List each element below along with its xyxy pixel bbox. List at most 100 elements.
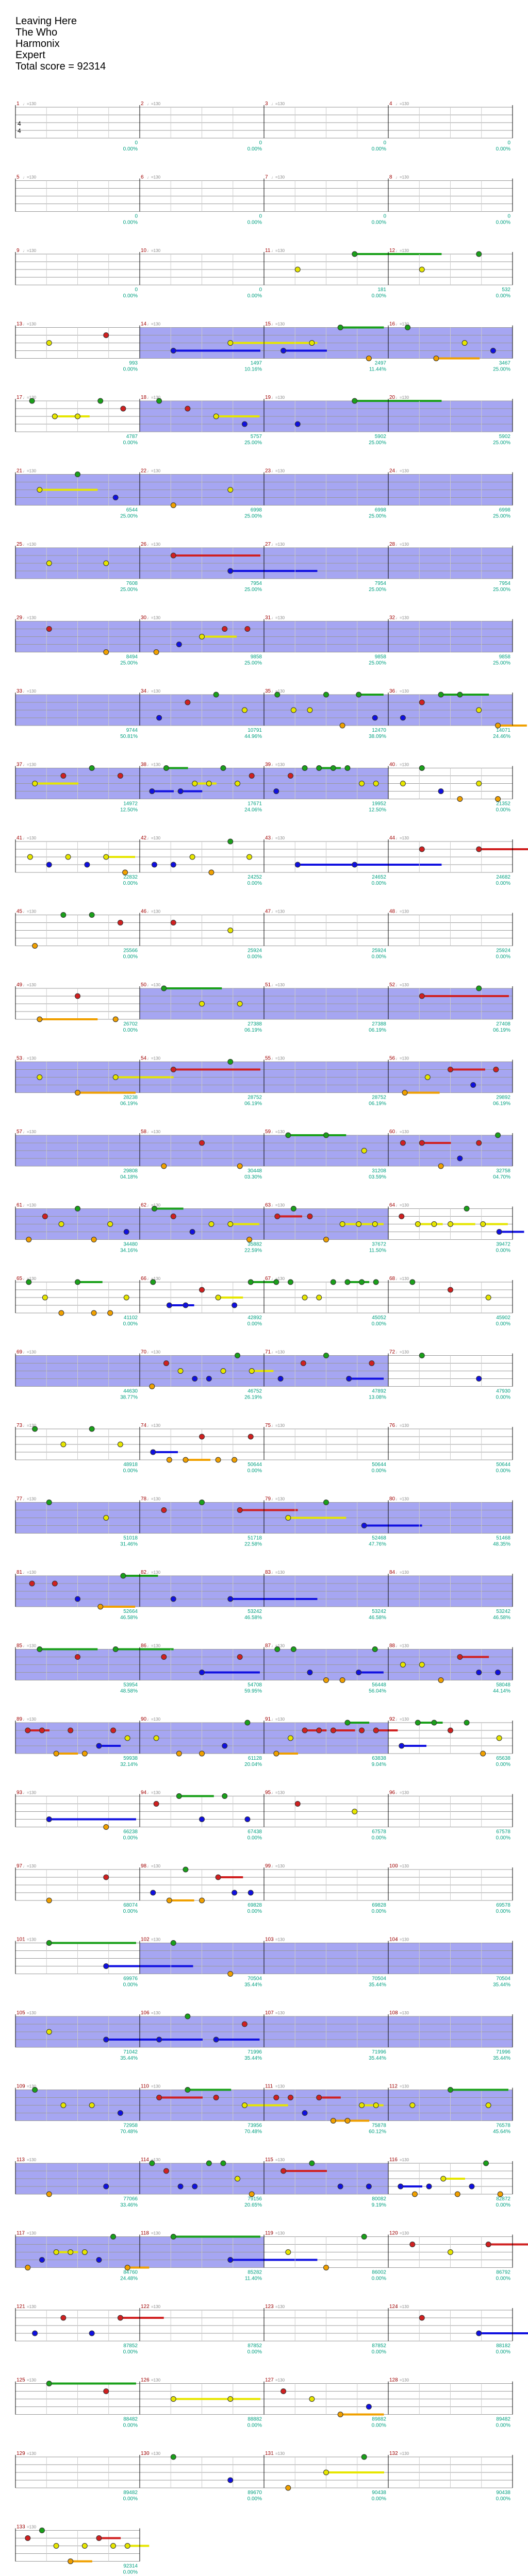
measure-percent: 45.64% <box>493 2129 510 2135</box>
measure-number: 39 <box>265 762 271 768</box>
note-gem <box>112 495 119 500</box>
note-gem <box>448 1727 453 1733</box>
note-gem <box>323 1237 329 1242</box>
tempo-marker: ♩=130 <box>147 322 161 327</box>
note-gem <box>241 421 248 427</box>
tempo-marker: ♩=130 <box>395 616 409 620</box>
note-gem <box>75 1090 80 1096</box>
measure-percent: 60.12% <box>369 2129 386 2135</box>
tempo-marker: ♩=130 <box>395 1570 409 1575</box>
sustain-bar <box>216 415 260 417</box>
measure-number: 121 <box>16 2304 25 2310</box>
note-gem <box>280 2168 287 2174</box>
tempo-marker: ♩=130 <box>271 1130 285 1134</box>
note-gem <box>485 2242 491 2247</box>
note-gem <box>495 722 501 729</box>
note-gem <box>46 1816 52 1822</box>
measure-score: 9744 <box>126 728 138 733</box>
note-gem <box>457 1155 463 1161</box>
note-gem <box>249 1368 255 1374</box>
note-gem <box>330 1727 336 1733</box>
note-gem <box>372 715 378 721</box>
note-gem <box>448 1221 453 1227</box>
note-gem <box>150 1279 156 1285</box>
measure-score: 6544 <box>126 508 138 513</box>
note-gem <box>244 1720 251 1726</box>
note-gem <box>485 2102 491 2108</box>
measure-percent: 25.00% <box>369 661 386 666</box>
sustain-bar <box>277 1215 302 1218</box>
note-gem <box>103 1515 109 1521</box>
measure-percent: 9.19% <box>372 2202 386 2208</box>
sustain-bar <box>340 326 384 329</box>
measure-score: 0 <box>135 214 138 220</box>
sustain-bar <box>349 1377 384 1380</box>
note-gem <box>316 765 322 771</box>
note-gem <box>32 943 38 949</box>
measure-number: 98 <box>141 1863 147 1869</box>
sustain-bar <box>298 864 385 866</box>
note-gem <box>117 2315 123 2321</box>
note-gem <box>227 2477 234 2483</box>
measure-number: 9 <box>16 248 20 254</box>
note-gem <box>405 325 411 330</box>
note-gem <box>65 854 71 860</box>
measure-score: 66238 <box>123 1829 138 1835</box>
measure-number: 124 <box>389 2304 398 2310</box>
sustain-bar <box>358 1223 384 1225</box>
note-gem <box>220 1368 226 1374</box>
sustain-bar <box>230 1598 318 1600</box>
note-gem <box>89 2102 95 2108</box>
tempo-marker: ♩=130 <box>23 175 37 180</box>
measure-number: 82 <box>141 1570 147 1575</box>
note-gem <box>356 1670 362 1675</box>
tempo-marker: ♩=130 <box>23 1276 37 1281</box>
measure-percent: 0.00% <box>372 293 386 299</box>
note-gem <box>294 1801 301 1807</box>
note-gem <box>53 1750 59 1757</box>
note-gem <box>454 2191 460 2197</box>
measure-score: 88882 <box>248 2417 262 2422</box>
measure-percent: 35.44% <box>244 1982 262 1988</box>
tempo-marker: ♩=130 <box>271 2451 285 2456</box>
measure-number: 113 <box>16 2157 25 2163</box>
measure-percent: 50.81% <box>120 734 138 739</box>
sustain-bar <box>251 1281 276 1283</box>
measure-percent: 06.19% <box>369 1028 386 1033</box>
measure-number: 75 <box>265 1423 271 1428</box>
measure-score: 9858 <box>251 654 262 660</box>
note-gem <box>149 1384 155 1389</box>
tempo-marker: ♩=130 <box>395 2231 409 2236</box>
measure-percent: 0.00% <box>248 2349 262 2355</box>
sustain-bar <box>116 1648 174 1651</box>
tempo-marker: ♩=130 <box>23 2525 37 2530</box>
measure-score: 6998 <box>499 508 511 513</box>
measure-score: 72958 <box>123 2123 138 2129</box>
measure-percent: 0.00% <box>123 220 138 226</box>
sustain-bar <box>159 2096 203 2099</box>
note-gem <box>199 1287 205 1293</box>
measure-percent: 0.00% <box>248 954 262 960</box>
note-gem <box>246 854 253 860</box>
measure-score: 5902 <box>375 434 387 440</box>
measure-score: 47930 <box>496 1389 510 1394</box>
sustain-bar <box>358 694 384 696</box>
note-gem <box>189 854 195 860</box>
note-gem <box>464 1206 470 1211</box>
measure-score: 76578 <box>496 2123 510 2129</box>
measure-number: 6 <box>141 175 144 180</box>
measure-score: 0 <box>259 214 262 220</box>
measure-percent: 10.16% <box>244 367 262 373</box>
measure-number: 49 <box>16 982 23 988</box>
sustain-bar <box>56 1753 78 1755</box>
measure-number: 78 <box>141 1496 147 1502</box>
measure-score: 14071 <box>496 728 510 733</box>
note-gem <box>112 1646 119 1652</box>
measure-percent: 0.00% <box>248 1468 262 1474</box>
note-gem <box>199 1897 205 1904</box>
tempo-marker: ♩=130 <box>271 763 285 767</box>
tempo-marker: ♩=130 <box>395 1717 409 1722</box>
note-gem <box>124 1735 130 1741</box>
tempo-marker: ♩=130 <box>23 836 37 840</box>
measure-percent: 25.00% <box>244 587 262 593</box>
